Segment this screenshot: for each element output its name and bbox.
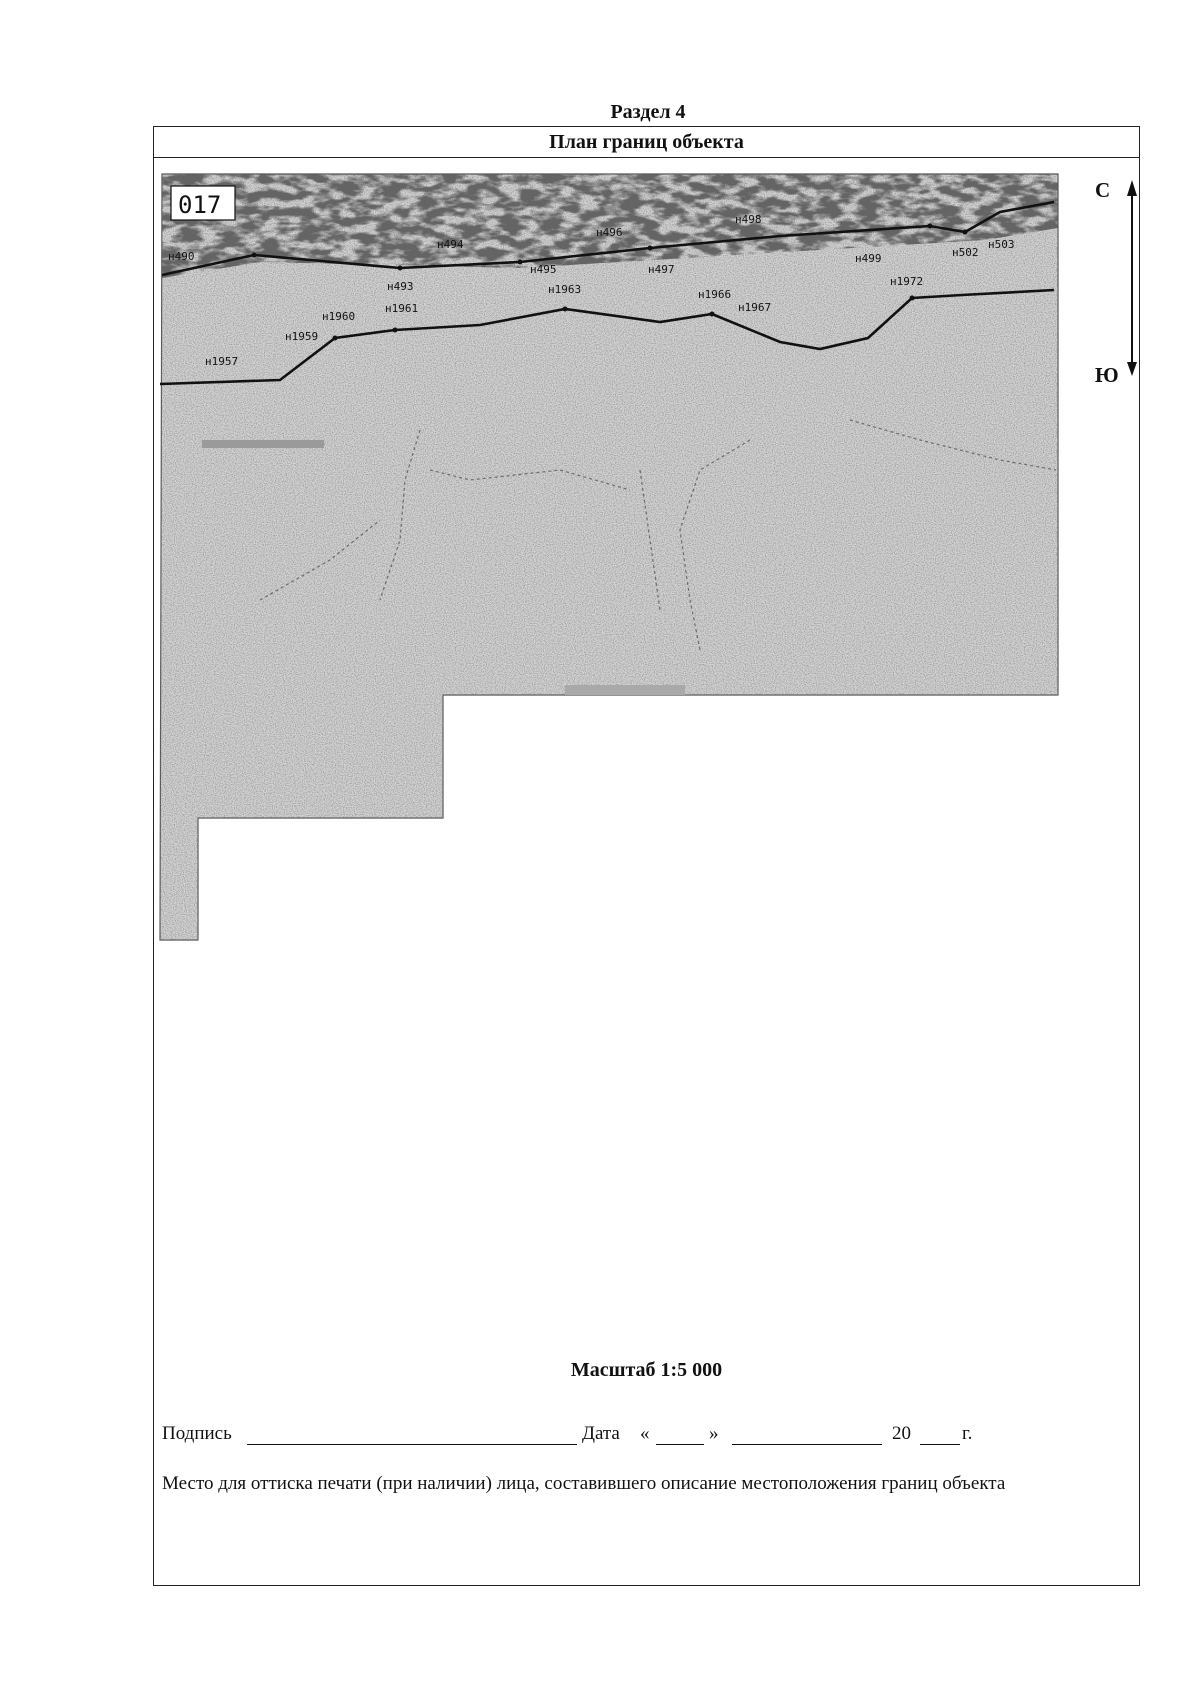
page-frame: План границ объекта Масштаб 1:5 000 Подп… <box>153 126 1140 1586</box>
stamp-note: Место для оттиска печати (при наличии) л… <box>162 1473 1006 1494</box>
terrain-lines <box>259 419 1057 651</box>
point-label: н502 <box>952 246 979 259</box>
section-title: Раздел 4 <box>610 101 686 123</box>
sheet-label-box <box>170 185 236 221</box>
boundary-vertices <box>251 223 968 341</box>
point-label: н499 <box>855 252 882 265</box>
year-prefix: 20 <box>892 1423 911 1444</box>
date-quote-close: » <box>709 1423 719 1444</box>
point-label: н1967 <box>738 301 771 314</box>
point-label: н1957 <box>205 355 238 368</box>
point-label: н490 <box>168 250 195 263</box>
point-label: н495 <box>530 263 557 276</box>
signature-blank <box>247 1444 577 1445</box>
point-label: н1972 <box>890 275 923 288</box>
point-label: н1961 <box>385 302 418 315</box>
point-label: н1963 <box>548 283 581 296</box>
day-blank <box>656 1444 704 1445</box>
signature-label: Подпись <box>162 1423 232 1444</box>
point-label: н494 <box>437 238 464 251</box>
boundary-line-south <box>159 288 1055 386</box>
point-label: н496 <box>596 226 623 239</box>
boundary-line-north <box>161 200 1055 277</box>
point-label: н498 <box>735 213 762 226</box>
point-label: н1960 <box>322 310 355 323</box>
point-label: н497 <box>648 263 675 276</box>
year-suffix: г. <box>962 1423 973 1444</box>
point-label: н493 <box>387 280 414 293</box>
year-blank <box>920 1444 960 1445</box>
north-arrow-icon <box>1127 180 1137 376</box>
south-label: Ю <box>1095 363 1119 387</box>
sheet-label: 017 <box>178 191 221 219</box>
date-quote-open: « <box>640 1423 650 1444</box>
plan-title: План границ объекта <box>154 127 1139 158</box>
point-label: н1966 <box>698 288 731 301</box>
point-label: н1959 <box>285 330 318 343</box>
point-label: н503 <box>988 238 1015 251</box>
date-label: Дата <box>582 1423 620 1444</box>
north-label: С <box>1095 178 1110 202</box>
scale-bar-artifact <box>202 440 324 448</box>
scale-label: Масштаб 1:5 000 <box>570 1359 723 1381</box>
month-blank <box>732 1444 882 1445</box>
